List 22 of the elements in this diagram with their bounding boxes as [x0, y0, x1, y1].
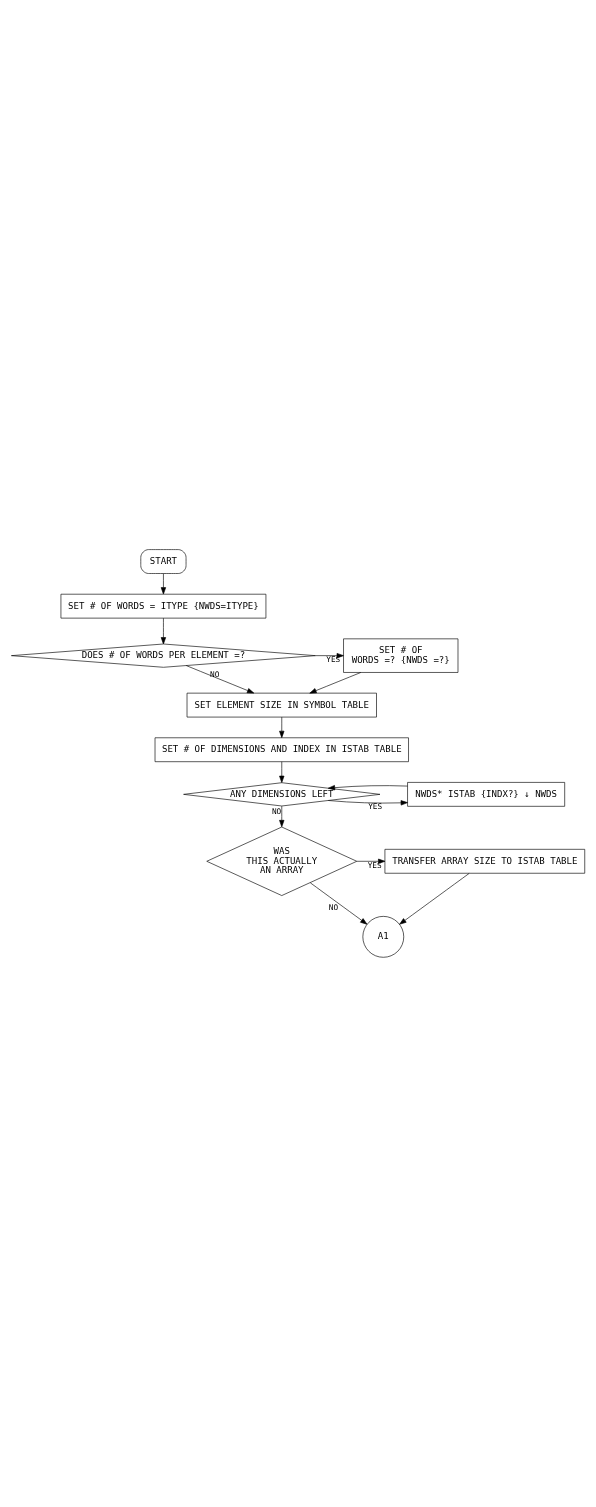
arrow: [327, 800, 408, 806]
arrow: [279, 761, 285, 783]
node-box: SET # OF WORDS = ITYPE {NWDS=ITYPE}: [60, 593, 267, 619]
arrow: [315, 653, 344, 659]
node-box: TRANSFER ARRAY SIZE TO ISTAB TABLE: [384, 849, 586, 874]
arrow: [310, 882, 368, 925]
arrow: [279, 805, 285, 828]
arrow: [279, 716, 285, 738]
arrow: [185, 665, 255, 694]
arrow: [160, 617, 166, 645]
node-box: SET # OF WORDS =? {NWDS =?}: [343, 638, 459, 673]
node-box: START: [140, 549, 187, 574]
node-box: SET # OF DIMENSIONS AND INDEX IN ISTAB TABLE: [154, 737, 409, 763]
node-diamond: DOES # OF WORDS PER ELEMENT =?: [11, 643, 316, 668]
arrow: [327, 785, 408, 791]
arrow: [309, 672, 362, 694]
arrow: [160, 573, 166, 595]
node-box: NWDS* ISTAB {INDX?} ↓ NWDS: [407, 782, 565, 807]
node-diamond: WAS THIS ACTUALLY AN ARRAY: [206, 826, 358, 896]
arrow: [399, 873, 470, 925]
arrow: [356, 858, 386, 864]
node-box: SET ELEMENT SIZE IN SYMBOL TABLE: [186, 692, 377, 718]
